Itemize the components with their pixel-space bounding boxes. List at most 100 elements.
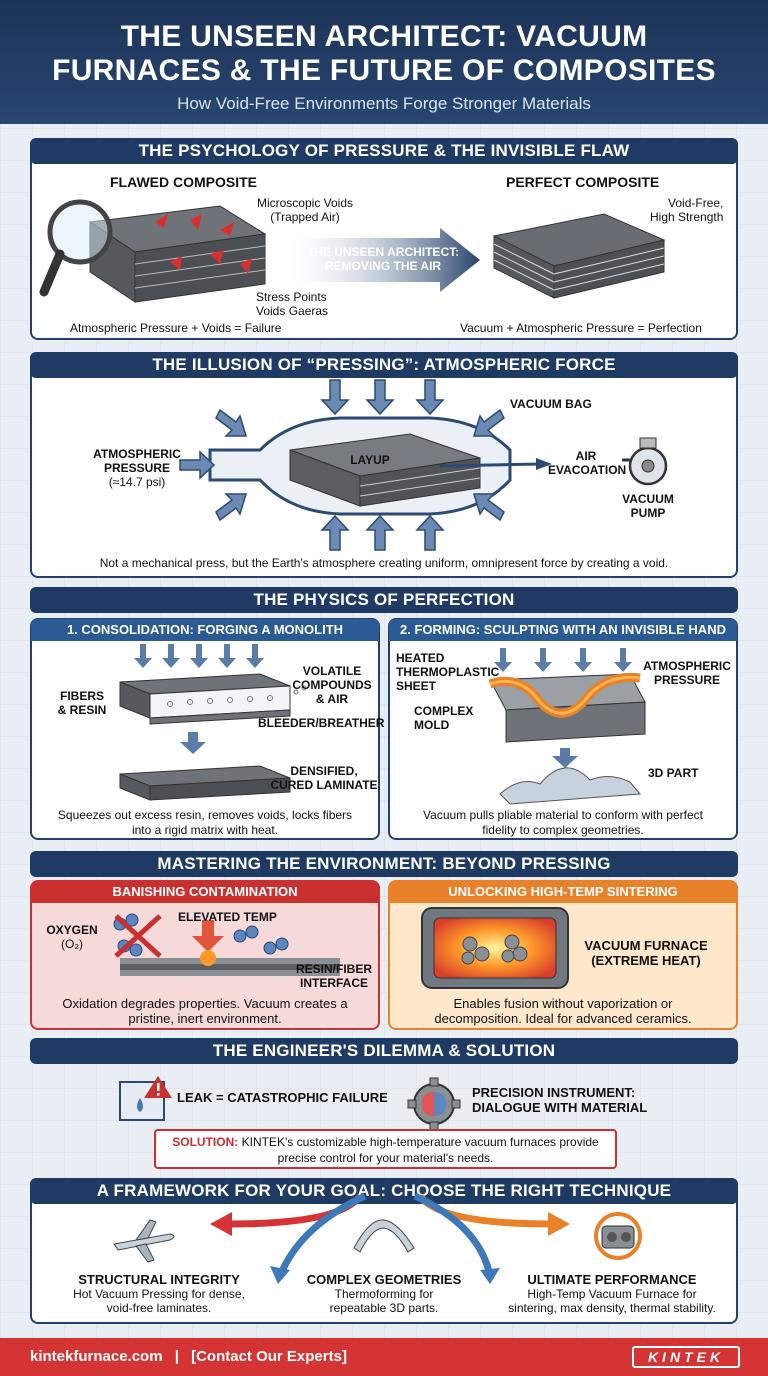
technique-ultimate: ULTIMATE PERFORMANCE High-Temp Vacuum Fu… (494, 1272, 730, 1316)
fibers-line-2: & RESIN (57, 703, 107, 717)
flawed-composite-illustration (39, 199, 267, 303)
heated-line-3: SHEET (396, 679, 437, 693)
forming-illustration (488, 648, 646, 805)
fibers-label: FIBERS & RESIN (52, 689, 112, 717)
section-1-caption-left: Atmospheric Pressure + Voids = Failure (70, 321, 282, 335)
layup-label: LAYUP (350, 453, 390, 467)
contact-experts-link[interactable]: [Contact Our Experts] (191, 1348, 347, 1365)
volatile-label: VOLATILE COMPOUNDS & AIR (292, 664, 372, 706)
vacuum-pump-line-2: PUMP (630, 506, 666, 520)
elevated-temp-label: ELEVATED TEMP (178, 910, 277, 924)
flawed-title: FLAWED COMPOSITE (110, 174, 257, 190)
part-label: 3D PART (648, 766, 699, 780)
sintering-caption-line-2: decomposition. Ideal for advanced cerami… (434, 1011, 692, 1026)
solution-box: SOLUTION: KINTEK's customizable high-tem… (154, 1129, 617, 1169)
atm-pressure-line-1: ATMOSPHERIC (93, 447, 181, 461)
consolidation-caption: Squeezes out excess resin, removes voids… (38, 808, 372, 838)
volatile-line-1: VOLATILE (302, 664, 362, 678)
arrow-text: THE UNSEEN ARCHITECT: REMOVING THE AIR (300, 245, 466, 273)
air-evac-line-2: EVACOATION (548, 463, 627, 477)
precision-label: PRECISION INSTRUMENT: DIALOGUE WITH MATE… (472, 1085, 647, 1115)
voidfree-label: Void-Free, High Strength (650, 196, 723, 224)
engine-icon (594, 1212, 642, 1260)
vacuum-pump-line-1: VACUUM (622, 492, 674, 506)
arrow-text-line-1: THE UNSEEN ARCHITECT: (306, 245, 460, 259)
technique-arrows (210, 1192, 570, 1284)
voids-label-line-2: (Trapped Air) (270, 210, 340, 224)
stress-label-line-2: Voids Gaeras (256, 304, 329, 318)
atm-pressure-label: ATMOSPHERIC PRESSURE (≈14.7 psi) (88, 447, 186, 489)
mold-line-2: MOLD (414, 718, 450, 732)
contamination-caption: Oxidation degrades properties. Vacuum cr… (38, 996, 372, 1026)
voids-label-line-1: Microscopic Voids (256, 196, 354, 210)
footer-separator: | (174, 1348, 179, 1365)
site-link[interactable]: kintekfurnace.com (30, 1348, 163, 1365)
forming-caption: Vacuum pulls pliable material to conform… (396, 808, 730, 838)
ultimate-title: ULTIMATE PERFORMANCE (527, 1272, 697, 1287)
leak-label: LEAK = CATASTROPHIC FAILURE (177, 1090, 388, 1105)
volatile-line-3: & AIR (315, 692, 349, 706)
section-5-title: THE ENGINEER'S DILEMMA & SOLUTION (30, 1038, 738, 1064)
vacuum-pump-label: VACUUM PUMP (620, 492, 676, 520)
complex-text-2: repeatable 3D parts. (329, 1301, 439, 1315)
oxygen-label: OXYGEN (O₂) (40, 923, 104, 951)
technique-complex: COMPLEX GEOMETRIES Thermoforming for rep… (284, 1273, 484, 1316)
forming-atm-line-1: ATMOSPHERIC (643, 659, 731, 673)
sintering-caption: Enables fusion without vaporization or d… (396, 996, 730, 1026)
air-evac-line-1: AIR (575, 449, 597, 463)
contamination-caption-line-1: Oxidation degrades properties. Vacuum cr… (62, 996, 348, 1011)
consolidation-title: 1. CONSOLIDATION: FORGING A MONOLITH (31, 619, 379, 641)
structural-text-1: Hot Vacuum Pressing for dense, (73, 1287, 245, 1301)
vacuum-pump-icon (622, 437, 668, 486)
stress-label: Stress Points Voids Gaeras (256, 290, 328, 318)
solution-line-1: SOLUTION: KINTEK's customizable high-tem… (156, 1134, 615, 1150)
header: THE UNSEEN ARCHITECT: VACUUM FURNACES & … (0, 0, 768, 124)
volatile-line-2: COMPOUNDS (292, 678, 372, 692)
section-4-title: MASTERING THE ENVIRONMENT: BEYOND PRESSI… (30, 851, 738, 877)
solution-text-1: KINTEK's customizable high-temperature v… (238, 1135, 599, 1149)
footer: kintekfurnace.com | [Contact Our Experts… (0, 1338, 768, 1376)
interface-line-1: RESIN/FIBER (295, 962, 372, 976)
precision-gear-brain-icon (407, 1077, 461, 1131)
forming-atm-line-2: PRESSURE (653, 673, 721, 687)
title-line-2: FURNACES & THE FUTURE OF COMPOSITES (52, 54, 716, 87)
subtitle: How Void-Free Environments Forge Stronge… (177, 94, 591, 113)
vacuum-furnace-label: VACUUM FURNACE (EXTREME HEAT) (584, 938, 708, 968)
heated-sheet-label: HEATED THERMOPLASTIC SHEET (396, 651, 499, 693)
interface-line-2: INTERFACE (299, 976, 368, 990)
vacuum-bag-illustration (179, 379, 552, 551)
heated-line-2: THERMOPLASTIC (396, 665, 500, 679)
section-1-title: THE PSYCHOLOGY OF PRESSURE & THE INVISIB… (30, 138, 738, 164)
consolidation-caption-line-2: into a rigid matrix with heat. (131, 823, 279, 837)
technique-structural: STRUCTURAL INTEGRITY Hot Vacuum Pressing… (44, 1272, 274, 1316)
contamination-title: BANISHING CONTAMINATION (31, 881, 379, 903)
contamination-illustration (113, 913, 340, 976)
precision-line-2: DIALOGUE WITH MATERIAL (472, 1100, 648, 1115)
stress-label-line-1: Stress Points (256, 290, 327, 304)
consolidation-panel (30, 618, 380, 840)
sintering-title: UNLOCKING HIGH-TEMP SINTERING (389, 881, 737, 903)
oxygen-line-1: OXYGEN (46, 923, 98, 937)
perfect-title: PERFECT COMPOSITE (506, 174, 660, 190)
oxygen-line-2: (O₂) (61, 937, 83, 951)
removing-air-arrow (290, 228, 480, 292)
forming-atm-label: ATMOSPHERIC PRESSURE (642, 659, 732, 687)
fibers-line-1: FIBERS (59, 689, 104, 703)
perfect-composite-illustration (492, 213, 666, 299)
voidfree-label-line-2: High Strength (650, 210, 724, 224)
solution-text-2: precise control for your material's need… (277, 1151, 494, 1165)
curved-sheet-icon (353, 1219, 415, 1253)
voidfree-label-line-1: Void-Free, (668, 196, 724, 210)
section-2-caption: Not a mechanical press, but the Earth's … (99, 556, 669, 570)
vacuum-furnace-line-2: (EXTREME HEAT) (591, 953, 701, 968)
mold-line-1: COMPLEX (414, 704, 474, 718)
structural-title: STRUCTURAL INTEGRITY (78, 1272, 240, 1287)
consolidation-caption-line-1: Squeezes out excess resin, removes voids… (57, 808, 353, 822)
leak-warning-icon (119, 1076, 172, 1121)
structural-text-2: void-free laminates. (106, 1301, 212, 1315)
section-2-title: THE ILLUSION OF “PRESSING”: ATMOSPHERIC … (30, 352, 738, 378)
title-line-1: THE UNSEEN ARCHITECT: VACUUM (120, 20, 648, 53)
atm-pressure-line-3: (≈14.7 psi) (108, 475, 166, 489)
section-6-title: A FRAMEWORK FOR YOUR GOAL: CHOOSE THE RI… (30, 1178, 738, 1204)
atm-pressure-line-2: PRESSURE (103, 461, 171, 475)
